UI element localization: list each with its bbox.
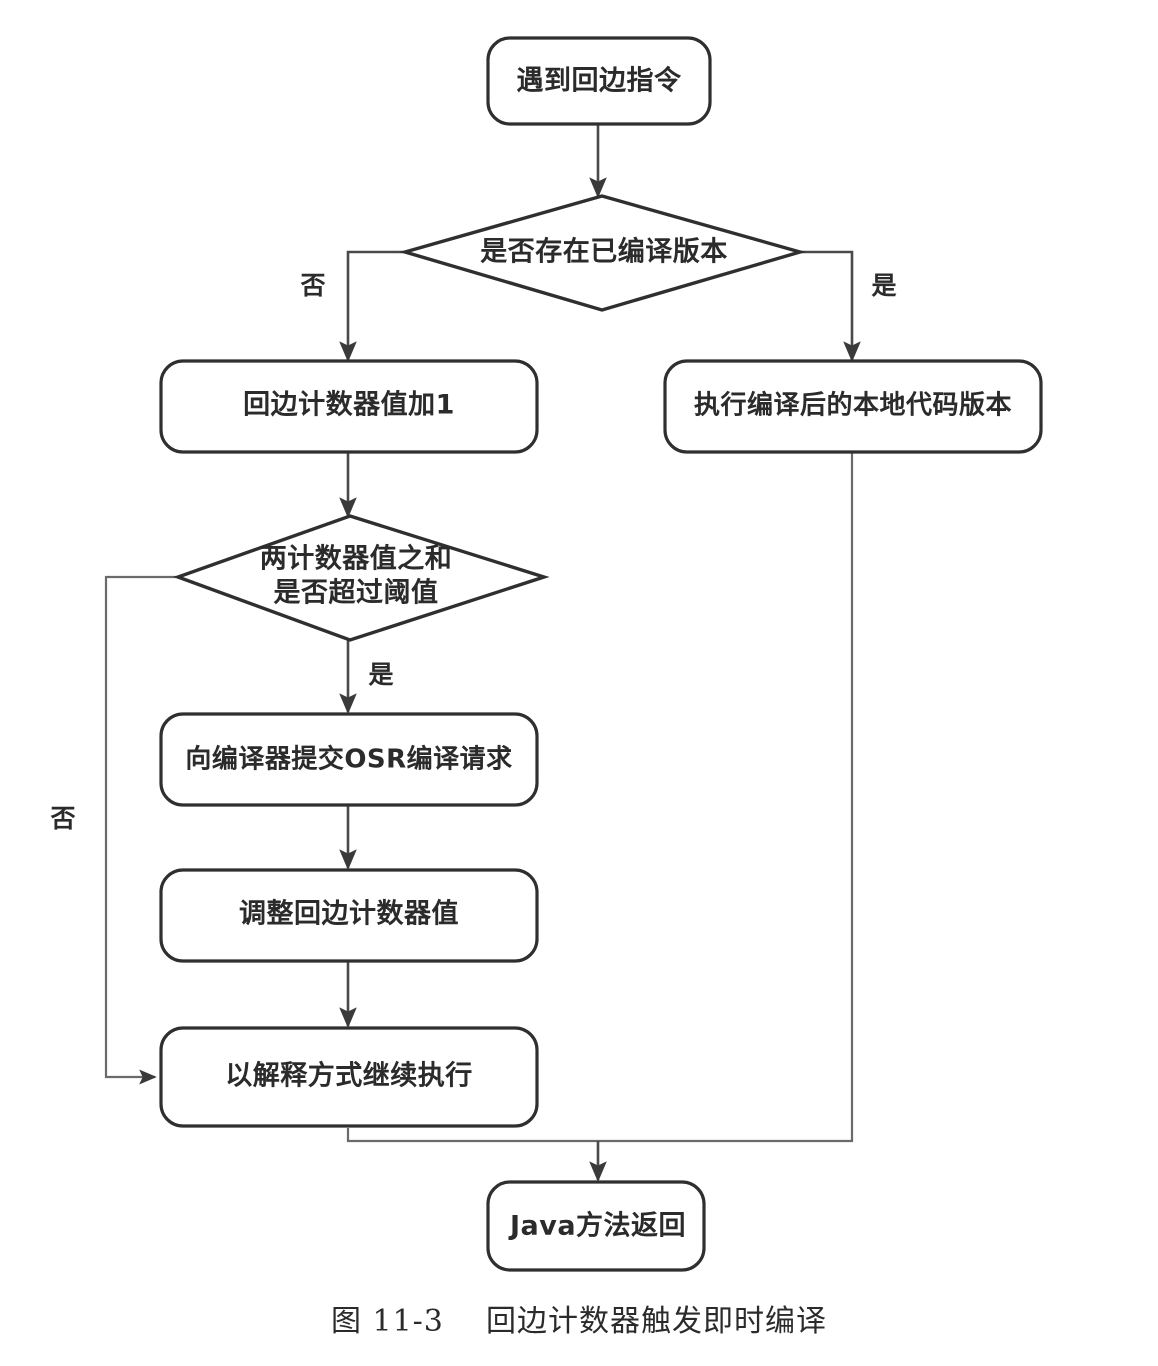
node-inc-counter-label: 回边计数器值加1 [243, 390, 455, 421]
node-inc-counter[interactable]: 回边计数器值加1 [159, 359, 539, 454]
edge-label-yes-2: 是 [368, 660, 393, 689]
node-over-threshold-label-line1: 两计数器值之和 [260, 543, 453, 575]
node-java-return[interactable]: Java方法返回 [486, 1180, 706, 1272]
node-submit-osr-shape [159, 712, 539, 807]
edge-label-no-1: 否 [299, 271, 325, 300]
node-submit-osr-label: 向编译器提交OSR编译请求 [185, 744, 512, 775]
node-adjust-counter-label: 调整回边计数器值 [239, 899, 459, 930]
node-has-compiled-label: 是否存在已编译版本 [480, 236, 728, 268]
edge-has-compiled-yes [800, 250, 861, 363]
node-over-threshold[interactable]: 两计数器值之和 是否超过阈值 [172, 514, 550, 642]
edge-native-to-merge [598, 452, 854, 1143]
node-start-shape [486, 36, 712, 126]
node-java-return-shape [486, 1180, 706, 1272]
node-adjust-counter-shape [159, 868, 539, 963]
node-over-threshold-shape [172, 514, 550, 642]
node-inc-counter-shape [159, 359, 539, 454]
edge-interpret-to-merge [346, 1128, 598, 1143]
node-start-label: 遇到回边指令 [517, 65, 682, 97]
node-java-return-label: Java方法返回 [508, 1210, 686, 1242]
figure-caption: 图 11-3 回边计数器触发即时编译 [330, 1304, 828, 1339]
node-submit-osr[interactable]: 向编译器提交OSR编译请求 [159, 712, 539, 807]
edge-label-no-2: 否 [49, 804, 75, 833]
node-has-compiled-shape [398, 194, 807, 312]
node-adjust-counter[interactable]: 调整回边计数器值 [159, 868, 539, 963]
edge-has-compiled-no [339, 250, 405, 363]
edge-threshold-no-loopback [104, 575, 178, 1085]
edge-label-yes-1: 是 [871, 271, 896, 300]
node-run-native-shape [663, 359, 1043, 454]
node-start[interactable]: 遇到回边指令 [486, 36, 712, 126]
node-run-native[interactable]: 执行编译后的本地代码版本 [663, 359, 1043, 454]
node-interpret-label: 以解释方式继续执行 [225, 1060, 473, 1092]
node-run-native-label: 执行编译后的本地代码版本 [694, 390, 1012, 421]
node-over-threshold-label-line2: 是否超过阈值 [274, 578, 439, 609]
node-interpret-shape [159, 1026, 539, 1128]
node-interpret[interactable]: 以解释方式继续执行 [159, 1026, 539, 1128]
node-has-compiled[interactable]: 是否存在已编译版本 [398, 194, 807, 312]
